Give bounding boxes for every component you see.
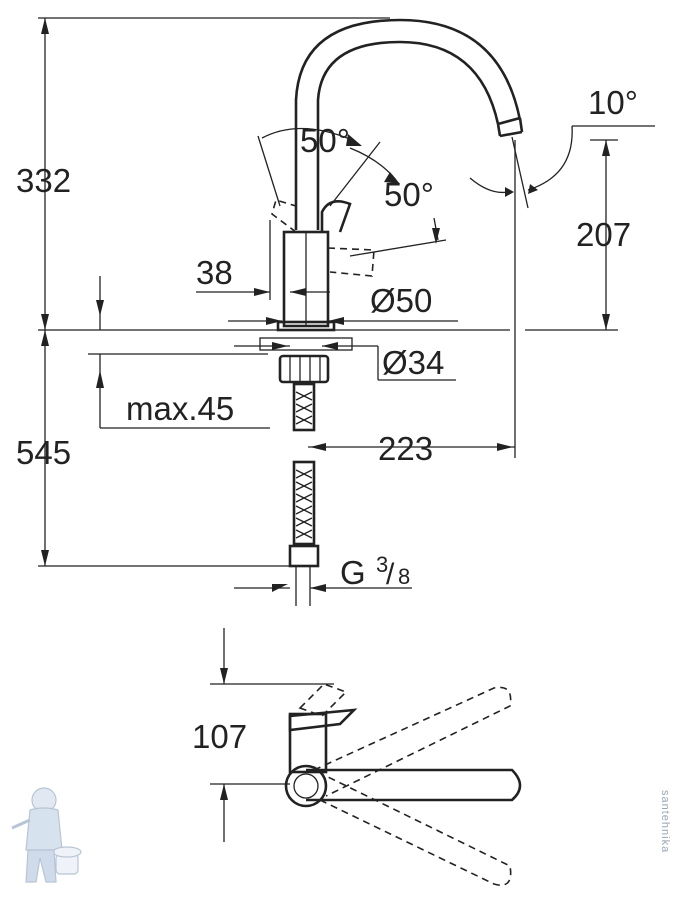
faucet-top-view [210,628,522,886]
label-spout-rotation: 50° [300,122,350,159]
label-hole-diameter: Ø34 [382,344,444,381]
label-thread-fraction-slash: / [386,558,395,591]
label-lever-angle: 50° [384,176,434,213]
label-spout-reach: 223 [378,430,433,467]
label-connection-thread-num: 3 [376,552,388,577]
label-hose-length: 545 [16,434,71,471]
label-lever-width: 38 [196,254,233,291]
label-connection-thread-den: 8 [398,564,410,589]
label-spout-tilt: 10° [588,84,638,121]
label-spout-outlet-height: 207 [576,216,631,253]
label-top-view-depth: 107 [192,718,247,755]
faucet-side-view [259,18,524,606]
label-max-counter-thickness: max.45 [126,390,234,427]
dimension-lines [38,17,655,592]
plumber-mascot-logo [11,787,82,883]
label-connection-thread: G [340,554,366,591]
label-total-height: 332 [16,162,71,199]
label-body-diameter: Ø50 [370,282,432,319]
watermark-text: santehnika [659,790,671,854]
